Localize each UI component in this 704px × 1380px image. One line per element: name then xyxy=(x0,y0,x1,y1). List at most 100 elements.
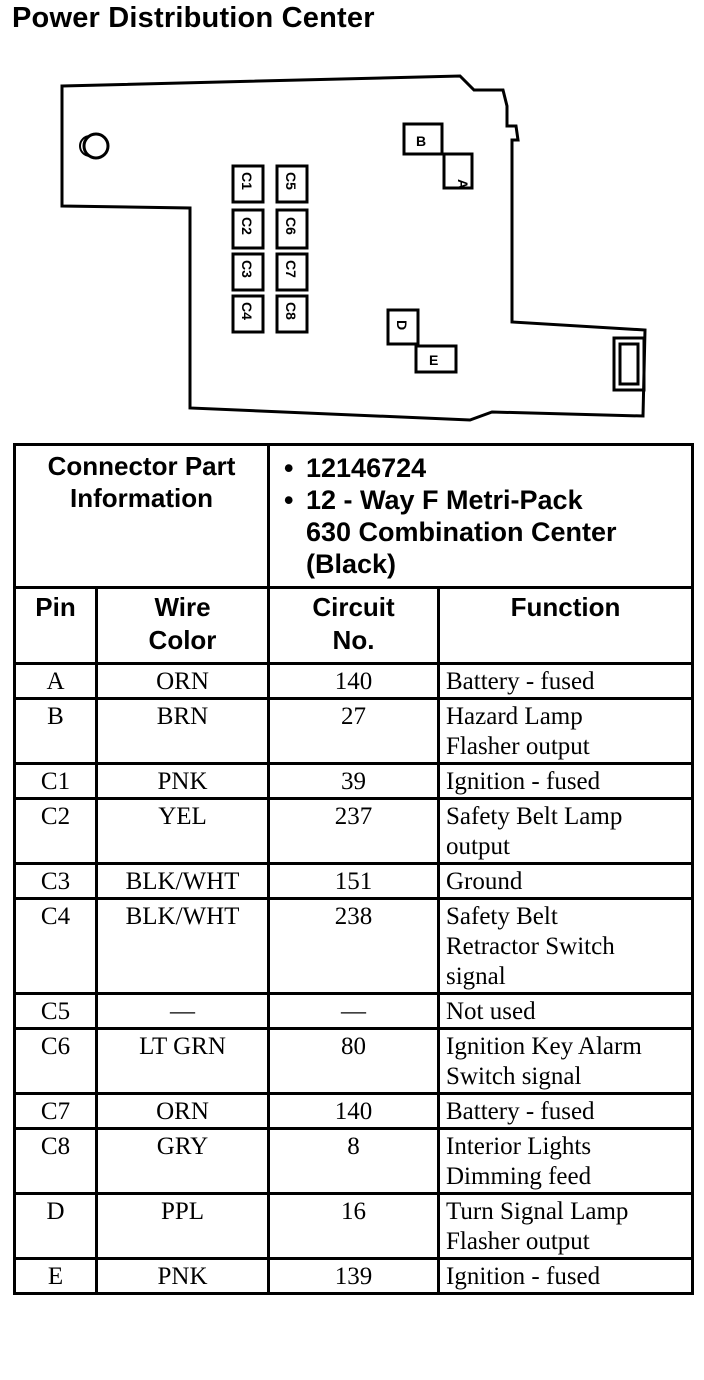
connector-c7 xyxy=(275,252,309,292)
circuit-cell: 238 xyxy=(267,897,440,995)
function-line: Dimming feed xyxy=(446,1163,592,1190)
function-cell: Battery - fused xyxy=(437,662,694,700)
circuit-cell: 16 xyxy=(267,1192,440,1260)
function-line: signal xyxy=(446,963,506,990)
connector-type-cont: 630 Combination Center xyxy=(306,517,617,547)
connector-type: •12 - Way F Metri-Pack xyxy=(284,485,583,515)
pin-cell: C2 xyxy=(13,797,98,865)
connector-c8-label: C8 xyxy=(283,302,299,320)
connector-info-details: •12146724 •12 - Way F Metri-Pack 630 Com… xyxy=(267,443,694,589)
function-line: Battery - fused xyxy=(446,1098,595,1125)
wire-color-cell: BRN xyxy=(95,697,270,765)
function-line: Flasher output xyxy=(446,1228,590,1255)
function-line: Not used xyxy=(446,998,536,1025)
function-cell: Ground xyxy=(437,862,694,900)
connector-c8 xyxy=(275,294,309,334)
connector-c5-label: C5 xyxy=(283,172,299,190)
connector-c4-label: C4 xyxy=(239,302,255,320)
function-line: Battery - fused xyxy=(446,668,595,695)
function-line: output xyxy=(446,833,510,860)
pin-cell: C4 xyxy=(13,897,98,995)
wire-color-cell: ORN xyxy=(95,1092,270,1130)
circuit-cell: 8 xyxy=(267,1127,440,1195)
wire-color-cell: YEL xyxy=(95,797,270,865)
wire-color-cell: BLK/WHT xyxy=(95,862,270,900)
pin-cell: A xyxy=(13,662,98,700)
pin-cell: B xyxy=(13,697,98,765)
mounting-hole-icon xyxy=(79,132,110,160)
circuit-cell: — xyxy=(267,992,440,1030)
pin-header: Pin xyxy=(13,586,98,665)
function-cell: Battery - fused xyxy=(437,1092,694,1130)
connector-c2 xyxy=(231,208,265,250)
circuit-cell: 237 xyxy=(267,797,440,865)
function-line: Safety Belt xyxy=(446,903,558,930)
function-line: Safety Belt Lamp xyxy=(446,803,623,830)
connector-b-label: B xyxy=(416,133,426,149)
connector-color: (Black) xyxy=(306,549,397,579)
wire-color-cell: LT GRN xyxy=(95,1027,270,1095)
pin-cell: C8 xyxy=(13,1127,98,1195)
function-line: Retractor Switch xyxy=(446,933,615,960)
circuit-header: Circuit No. xyxy=(267,586,440,665)
connector-c2-label: C2 xyxy=(239,217,255,235)
connector-c7-label: C7 xyxy=(283,260,299,278)
table-row: C5——Not used xyxy=(13,992,694,1030)
circuit-cell: 39 xyxy=(267,762,440,800)
connector-c5 xyxy=(275,164,309,204)
pin-cell: C6 xyxy=(13,1027,98,1095)
connector-a xyxy=(442,152,474,190)
connector-c3 xyxy=(231,252,265,292)
function-line: Ignition Key Alarm xyxy=(446,1033,642,1060)
pin-cell: C7 xyxy=(13,1092,98,1130)
circuit-cell: 140 xyxy=(267,1092,440,1130)
function-line: Turn Signal Lamp xyxy=(446,1198,629,1225)
pin-cell: C1 xyxy=(13,762,98,800)
connector-e-label: E xyxy=(429,352,438,368)
connector-c4 xyxy=(231,294,265,334)
connector-info-row: Connector Part Information •12146724 •12… xyxy=(13,443,694,589)
function-cell: Safety Belt Lamp output xyxy=(437,797,694,865)
pin-cell: E xyxy=(13,1257,98,1295)
function-cell: Ignition - fused xyxy=(437,762,694,800)
pin-cell: C3 xyxy=(13,862,98,900)
function-line: Ignition - fused xyxy=(446,1263,601,1290)
circuit-cell: 151 xyxy=(267,862,440,900)
function-line: Hazard Lamp xyxy=(446,703,583,730)
wire-color-cell: PPL xyxy=(95,1192,270,1260)
connector-c3-label: C3 xyxy=(239,260,255,278)
connector-e xyxy=(414,344,458,374)
pin-cell: C5 xyxy=(13,992,98,1030)
connector-d xyxy=(386,308,420,346)
function-cell: Not used xyxy=(437,992,694,1030)
circuit-cell: 140 xyxy=(267,662,440,700)
connector-c6-label: C6 xyxy=(283,217,299,235)
wire-color-cell: PNK xyxy=(95,1257,270,1295)
pin-cell: D xyxy=(13,1192,98,1260)
page-title: Power Distribution Center xyxy=(12,2,375,34)
wire-color-cell: ORN xyxy=(95,662,270,700)
connector-b xyxy=(402,122,444,156)
part-number: •12146724 xyxy=(284,453,427,483)
wire-color-cell: PNK xyxy=(95,762,270,800)
circuit-cell: 139 xyxy=(267,1257,440,1295)
wire-color-cell: GRY xyxy=(95,1127,270,1195)
function-header: Function xyxy=(437,586,694,665)
connector-c1 xyxy=(231,164,265,204)
function-cell: Ignition - fused xyxy=(437,1257,694,1295)
connector-c1-label: C1 xyxy=(239,172,255,190)
function-line: Ground xyxy=(446,868,523,895)
